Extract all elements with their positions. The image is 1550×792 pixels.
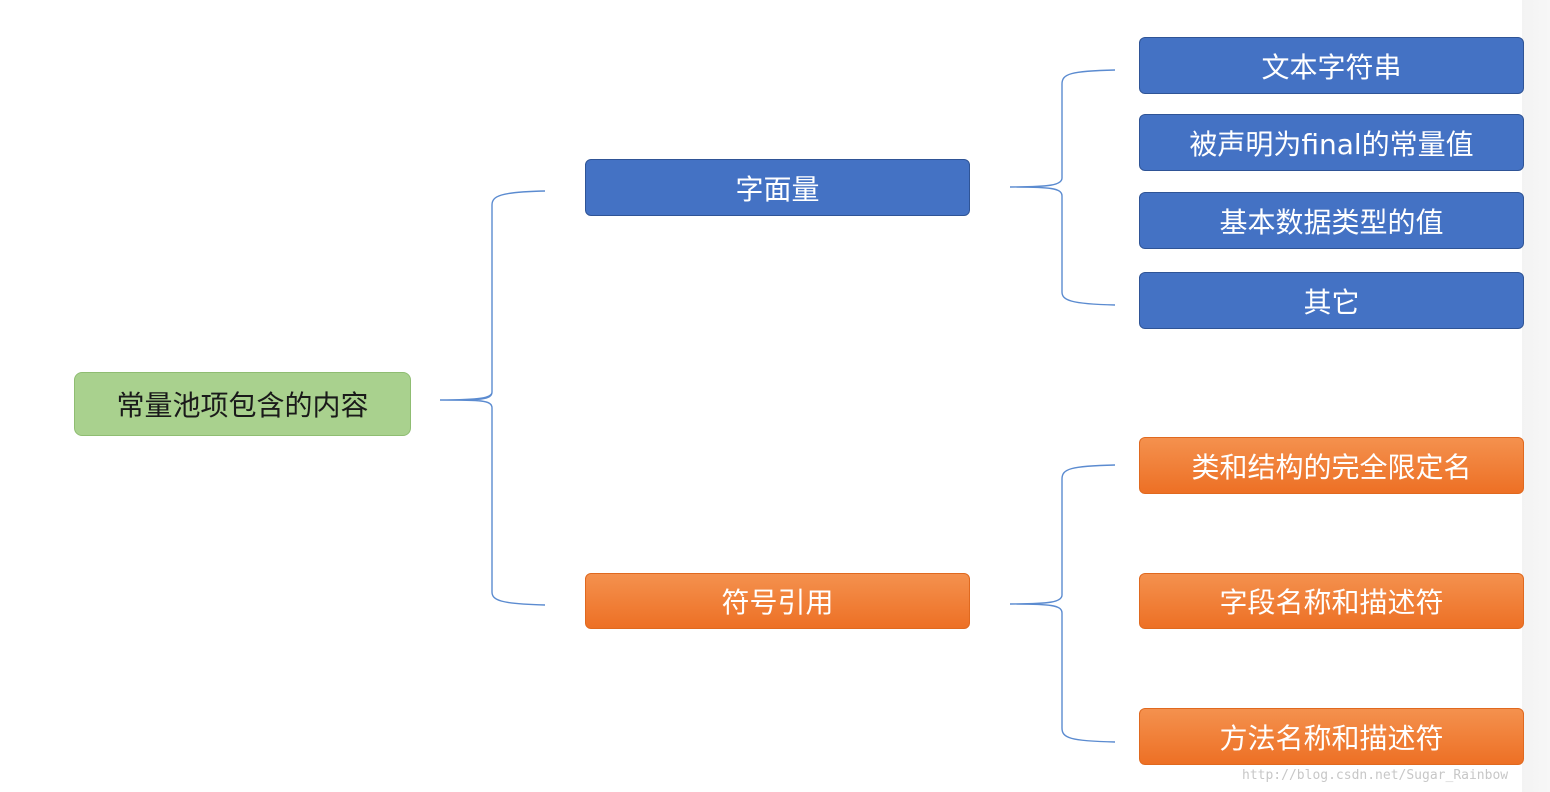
leaf-node-primitive-value: 基本数据类型的值 [1139,192,1524,249]
root-node: 常量池项包含的内容 [74,372,411,436]
leaf-node-fully-qualified-name: 类和结构的完全限定名 [1139,437,1524,494]
branch-node-symbolic-references: 符号引用 [585,573,970,629]
leaf-node-text-string: 文本字符串 [1139,37,1524,94]
right-edge-shade [1522,0,1550,792]
branch1-bracket [1009,69,1116,306]
leaf-node-method-descriptor: 方法名称和描述符 [1139,708,1524,765]
leaf-node-final-constant: 被声明为final的常量值 [1139,114,1524,171]
leaf-node-other: 其它 [1139,272,1524,329]
branch-node-literals: 字面量 [585,159,970,216]
leaf-node-field-descriptor: 字段名称和描述符 [1139,573,1524,629]
root-bracket [439,190,546,606]
watermark-url: http://blog.csdn.net/Sugar_Rainbow [1242,768,1509,783]
branch2-bracket [1009,464,1116,743]
